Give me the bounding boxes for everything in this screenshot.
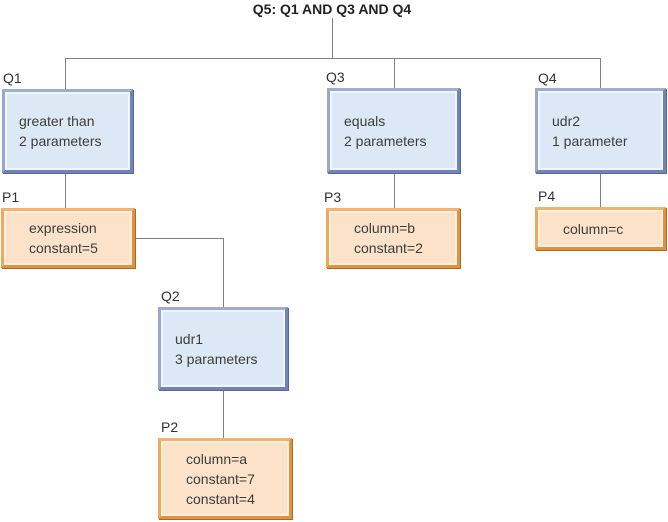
node-q3-line-1: equals	[344, 112, 386, 129]
node-q4-line-1: udr2	[552, 112, 581, 129]
connector-trunk	[65, 58, 601, 59]
node-q1-line-2: 2 parameters	[19, 133, 102, 149]
node-p2-label: P2	[161, 419, 179, 435]
node-q2-box: udr1 3 parameters	[158, 307, 288, 390]
connector-q4-to-p4	[600, 173, 601, 207]
node-p2-line-3: constant=4	[186, 490, 255, 507]
node-p2-line-2: constant=7	[186, 470, 255, 487]
node-p1-label: P1	[2, 189, 20, 205]
diagram-title: Q5: Q1 AND Q3 AND Q4	[252, 1, 412, 17]
connector-p1-to-q2-vertical	[223, 238, 224, 307]
node-p1-line-2: constant=5	[29, 240, 98, 256]
connector-trunk-to-q3	[394, 58, 395, 88]
connector-title-to-trunk	[332, 18, 333, 59]
node-p3-label: P3	[324, 189, 342, 205]
node-p1-line-1: expression	[29, 220, 97, 236]
node-p2-line-1: column=a	[186, 450, 248, 467]
node-q2-line-1: udr1	[175, 330, 204, 347]
node-p3-line-2: constant=2	[354, 240, 423, 256]
node-p1-box: expression constant=5	[1, 208, 135, 268]
node-p4-label: P4	[538, 188, 556, 204]
node-q2-label: Q2	[161, 288, 180, 304]
connector-trunk-to-q1	[65, 58, 66, 89]
node-p3-box: column=b constant=2	[326, 208, 460, 268]
node-p2-box: column=a constant=7 constant=4	[158, 438, 292, 519]
connector-q1-to-p1	[65, 173, 66, 208]
connector-q2-to-p2	[223, 390, 224, 438]
node-q2-line-2: 3 parameters	[175, 350, 258, 367]
node-q1-box: greater than 2 parameters	[2, 89, 133, 173]
node-q4-box: udr2 1 parameter	[535, 88, 666, 173]
node-q3-label: Q3	[326, 69, 345, 85]
connector-q3-to-p3	[394, 173, 395, 208]
node-p4-line-1: column=c	[563, 220, 624, 237]
node-q4-line-2: 1 parameter	[552, 132, 628, 149]
node-q3-box: equals 2 parameters	[327, 88, 460, 173]
node-q3-line-2: 2 parameters	[344, 132, 427, 149]
node-q1-label: Q1	[3, 70, 22, 86]
connector-trunk-to-q4	[600, 58, 601, 88]
connector-p1-to-q2-horizontal	[135, 238, 224, 239]
node-q1-line-1: greater than	[19, 113, 95, 129]
node-p4-box: column=c	[535, 207, 666, 250]
node-p3-line-1: column=b	[354, 220, 416, 236]
node-q4-label: Q4	[538, 70, 557, 86]
